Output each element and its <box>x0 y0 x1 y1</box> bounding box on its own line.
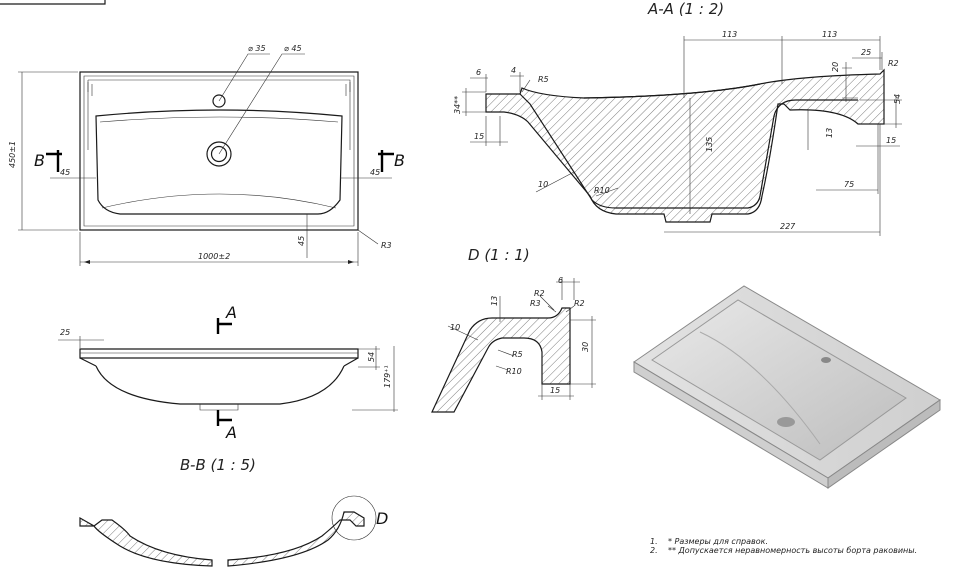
dim-left-margin: 45 <box>60 168 70 177</box>
marker-b-right-label: B <box>394 151 405 170</box>
dim-radius: R3 <box>381 241 392 250</box>
d-dim-10: 10 <box>450 323 460 332</box>
aa-dim-135: 135 <box>705 137 714 152</box>
marker-a-top-label: A <box>225 303 237 322</box>
dim-d45: ⌀ 45 <box>284 44 302 53</box>
tap-hole <box>212 94 226 108</box>
bowl-outline <box>95 109 343 215</box>
aa-dim-75: 75 <box>844 180 854 189</box>
isometric-view <box>633 285 941 489</box>
top-view <box>18 53 392 266</box>
note-1: 1. * Размеры для справок. <box>650 537 940 546</box>
note-2-text: ** Допускается неравномерность высоты бо… <box>668 546 918 555</box>
aa-dim-r5: R5 <box>538 75 549 84</box>
d-dim-15: 15 <box>550 386 560 395</box>
aa-dim-6: 6 <box>476 68 481 77</box>
drain-outer <box>206 141 232 167</box>
dim-right-margin: 45 <box>370 168 380 177</box>
detail-d-title: D (1 : 1) <box>468 246 530 264</box>
aa-dim-113-right: 113 <box>822 30 837 39</box>
section-marker-a-top <box>216 318 232 334</box>
section-aa-profile <box>485 68 885 223</box>
note-1-number: 1. <box>650 537 658 546</box>
dim-height: 450±1 <box>8 141 17 168</box>
section-aa-title: A-A (1 : 2) <box>647 0 724 18</box>
d-dim-13: 13 <box>490 296 499 306</box>
note-2: 2. ** Допускается неравномерность высоты… <box>650 546 940 555</box>
aa-dim-r10: R10 <box>594 186 610 195</box>
side-bowl <box>95 365 345 405</box>
aa-dim-34: 34** <box>453 96 462 114</box>
section-marker-b-right <box>378 150 394 172</box>
aa-dim-13: 13 <box>825 128 834 138</box>
aa-dim-227: 227 <box>780 222 796 231</box>
d-dim-30: 30 <box>581 342 590 352</box>
d-dim-r5: R5 <box>512 350 523 359</box>
section-aa-dims <box>462 36 902 236</box>
aa-dim-4: 4 <box>511 66 516 75</box>
aa-dim-20: 20 <box>831 62 840 72</box>
note-2-number: 2. <box>650 546 658 555</box>
section-marker-a-bottom <box>216 410 232 426</box>
marker-b-left-label: B <box>34 151 45 170</box>
dim-rim: 25 <box>60 328 70 337</box>
aa-dim-15-right: 15 <box>886 136 896 145</box>
dim-width: 1000±2 <box>198 252 230 261</box>
note-1-text: * Размеры для справок. <box>668 537 769 546</box>
aa-dim-113-left: 113 <box>722 30 737 39</box>
dim-depth: 179⁺¹ <box>383 365 392 388</box>
d-dim-r2-top: R2 <box>534 289 545 298</box>
side-view <box>58 336 398 412</box>
title-block-corner <box>0 0 106 5</box>
dim-bottom-margin: 45 <box>297 236 306 246</box>
dim-thickness: 54 <box>367 352 376 362</box>
dim-d35: ⌀ 35 <box>248 44 266 53</box>
d-dim-6: 6 <box>558 276 563 285</box>
d-dim-r10: R10 <box>506 367 522 376</box>
section-bb-profile <box>79 495 377 567</box>
marker-a-bottom-label: A <box>225 423 237 442</box>
detail-d-profile <box>431 307 571 413</box>
isometric-drain <box>777 417 795 427</box>
aa-dim-rim-width: 25 <box>861 48 871 57</box>
detail-d-callout-circle <box>331 495 377 541</box>
section-marker-b-left <box>46 150 62 172</box>
notes: 1. * Размеры для справок. 2. ** Допускае… <box>650 537 940 555</box>
d-dim-r2-right: R2 <box>574 299 585 308</box>
detail-d-callout: D <box>376 509 388 528</box>
section-bb-title: B-B (1 : 5) <box>180 456 256 474</box>
d-dim-r3: R3 <box>530 299 541 308</box>
aa-dim-r2: R2 <box>888 59 899 68</box>
aa-dim-54: 54 <box>893 94 902 104</box>
drain-inner <box>210 145 228 163</box>
isometric-tap-hole <box>821 357 831 363</box>
aa-dim-10: 10 <box>538 180 548 189</box>
aa-dim-15-left: 15 <box>474 132 484 141</box>
detail-d-dims <box>447 278 596 400</box>
